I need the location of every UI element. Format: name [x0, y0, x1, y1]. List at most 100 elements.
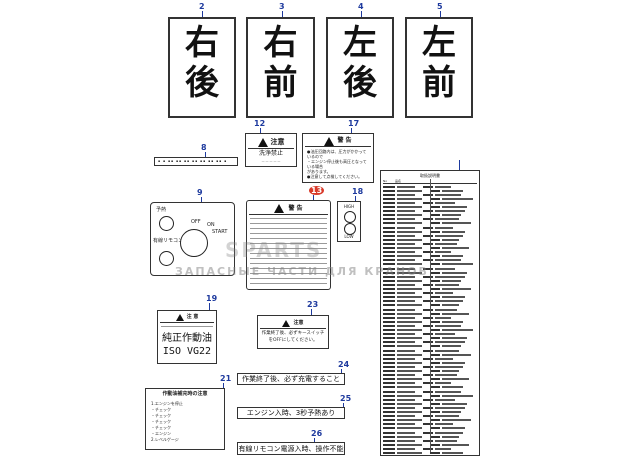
- table-row: [383, 333, 477, 336]
- remote-lamp: [159, 251, 174, 266]
- table-row: [383, 345, 477, 348]
- table-row: [383, 439, 477, 442]
- col-header-name: 品名: [395, 179, 402, 183]
- label-general-warning: 警 告: [246, 200, 331, 290]
- table-row: [383, 337, 477, 340]
- callout-17: 18: [352, 187, 364, 196]
- oil-grade: ISO VG22: [162, 346, 212, 357]
- label-line: ●油圧回路内は、圧力がかかっているので: [307, 149, 367, 159]
- warning-icon: [282, 319, 291, 327]
- table-row: [383, 283, 477, 286]
- label-header: 警 告: [249, 203, 328, 215]
- table-row: [383, 214, 477, 217]
- table-row: [383, 402, 477, 405]
- callout-9: 9: [197, 188, 203, 197]
- table-row: [383, 443, 477, 446]
- table-row: [383, 185, 477, 188]
- on-label: ON: [207, 222, 215, 228]
- label-title: 警 告: [288, 204, 303, 212]
- up-arrow-icon: [344, 211, 356, 223]
- preheat-label: 予熱: [156, 207, 167, 213]
- table-row: [383, 382, 477, 385]
- label-header: 警 告: [305, 136, 371, 147]
- table-row: [383, 316, 477, 319]
- table-row: [383, 308, 477, 311]
- table-row: [383, 226, 477, 229]
- leader-line: [202, 11, 203, 17]
- label-title: 注意: [293, 319, 304, 326]
- table-row: [383, 374, 477, 377]
- table-row: [383, 320, 477, 323]
- table-row: [383, 361, 477, 364]
- plate-char: 後: [343, 63, 377, 103]
- table-row: [383, 263, 477, 266]
- table-row: [383, 193, 477, 196]
- table-body: [383, 185, 477, 454]
- warning-icon: [274, 204, 285, 213]
- refill-line: ・エンジン: [151, 431, 171, 436]
- plate-right-rear: 右 後: [168, 17, 236, 118]
- table-row: [383, 271, 477, 274]
- callout-4: 4: [358, 2, 364, 11]
- plate-left-front: 左 前: [405, 17, 473, 118]
- label-body: 洗浄禁止: [258, 150, 283, 157]
- label-oil-refill: 作動油補充時の注意 1.エンジンを停止 ・チェック ・チェック ・チェック ・チ…: [145, 388, 225, 450]
- label-switch-strip: ▪ ▪ ▪▪ ▪▪ ▪▪ ▪▪ ▪▪ ▪▪ ▪▪ ▪: [154, 157, 238, 166]
- leader-line: [282, 11, 283, 17]
- table-row: [383, 357, 477, 360]
- charge-text: 作業終了後、必ず充電すること: [242, 375, 340, 383]
- low-label: LOW: [344, 234, 354, 239]
- plate-char: 右: [263, 23, 298, 63]
- table-row: [383, 197, 477, 200]
- leader-line: [355, 196, 356, 201]
- table-row: [383, 423, 477, 426]
- remote-text: 有線リモコン電源入時、操作不能: [238, 445, 344, 453]
- table-row: [383, 218, 477, 221]
- label-parts-table: 取扱説明書 No 品名: [380, 170, 480, 456]
- table-row: [383, 275, 477, 278]
- plate-char: 前: [263, 63, 298, 103]
- refill-line: ・チェック: [151, 407, 171, 412]
- label-hydraulic-warning: 警 告 ●油圧回路内は、圧力がかかっているので ・エンジン停止後も高圧となってい…: [302, 133, 374, 183]
- table-row: [383, 247, 477, 250]
- callout-21: 23: [307, 300, 319, 309]
- table-row: [383, 238, 477, 241]
- table-header: 取扱説明書: [420, 173, 440, 178]
- label-line: があります。: [307, 169, 331, 174]
- remote-label: 有線リモコン: [153, 238, 184, 244]
- label-title: 注 意: [186, 314, 199, 320]
- key-switch-icon: [180, 229, 208, 257]
- plate-right-front: 右 前: [246, 17, 315, 118]
- preheat-text: エンジン入時、3秒予熱あり: [246, 409, 336, 417]
- table-row: [383, 365, 477, 368]
- label-header: 注 意: [160, 313, 214, 323]
- leader-line: [201, 197, 202, 202]
- notice-line: 作業終了後、必ずキースイッチ: [261, 331, 325, 336]
- label-header: 注意: [260, 318, 326, 329]
- label-no-washing: 注意 洗浄禁止 — — — — —: [245, 133, 297, 167]
- refill-line: ・チェック: [151, 425, 171, 430]
- leader-line: [205, 152, 206, 157]
- refill-line: ・チェック: [151, 413, 171, 418]
- leader-line: [459, 160, 460, 170]
- callout-13: 13: [309, 186, 325, 195]
- warning-icon: [257, 137, 268, 147]
- table-row: [383, 201, 477, 204]
- leader-line: [209, 303, 210, 310]
- leader-line: [361, 11, 362, 17]
- label-key-switch: 予熱 有線リモコン OFF ON START: [150, 202, 235, 276]
- table-row: [383, 279, 477, 282]
- table-row: [383, 378, 477, 381]
- table-row: [383, 353, 477, 356]
- start-label: START: [212, 229, 228, 235]
- callout-24: 25: [340, 394, 352, 403]
- table-row: [383, 435, 477, 438]
- off-label: OFF: [191, 219, 201, 225]
- warning-icon: [324, 136, 335, 146]
- label-hydraulic-oil: 注 意 純正作動油 ISO VG22: [157, 310, 217, 364]
- table-divider: [430, 179, 431, 452]
- table-row: [383, 447, 477, 450]
- table-row: [383, 329, 477, 332]
- label-high-low: HIGH LOW: [337, 201, 361, 242]
- callout-2: 2: [199, 2, 205, 11]
